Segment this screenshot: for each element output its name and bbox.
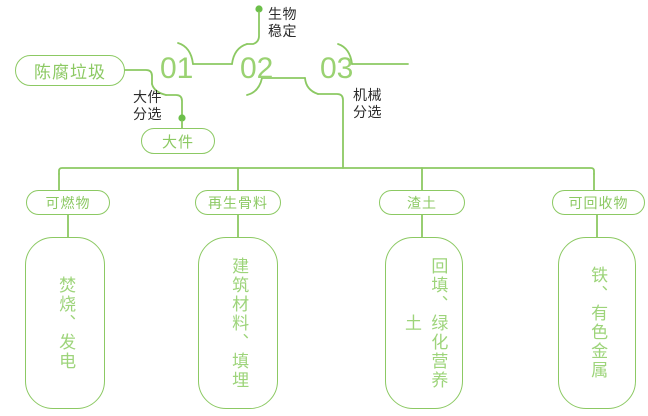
output-pill-combustibles[interactable]: 可燃物 [26, 190, 110, 215]
link-source-to-01 [124, 69, 153, 85]
source-pill[interactable]: 陈腐垃圾 [15, 55, 125, 86]
stage-label-bulky-sorting: 大件 分选 [133, 89, 162, 123]
arc-03-bottom [304, 77, 319, 95]
timeline-step-number-01[interactable]: 01 [160, 52, 194, 85]
outcome-text-recycled-aggregate: 建筑材料、填埋 [229, 256, 249, 390]
stage-label-mechanical-sorting: 机械 分选 [353, 87, 382, 121]
branch-03-to-bar [317, 93, 344, 169]
timeline-step-number-03[interactable]: 03 [320, 52, 354, 85]
output-pill-residual-soil[interactable]: 渣土 [379, 190, 465, 215]
stage-label-bio-stabilization: 生物 稳定 [268, 6, 297, 40]
outcome-text-combustibles: 焚烧、发电 [56, 275, 76, 371]
bio-stabilize-dot [255, 5, 263, 13]
bulky-output-pill[interactable]: 大件 [141, 128, 215, 154]
branch-01-to-bulky [165, 94, 183, 116]
outcome-box-combustibles[interactable]: 焚烧、发电 [25, 237, 105, 409]
outcome-text-residual-soil: 回填、绿化营养土 [402, 256, 448, 390]
distribution-bar [58, 167, 595, 175]
timeline-step-number-02[interactable]: 02 [240, 52, 274, 85]
bulky-branch-dot [178, 114, 186, 122]
stem-02-label [246, 11, 260, 45]
output-pill-recycled-aggregate[interactable]: 再生骨料 [195, 190, 281, 215]
outcome-box-recyclables[interactable]: 铁、有色金属 [558, 237, 636, 409]
output-pill-recyclables[interactable]: 可回收物 [552, 190, 645, 215]
outcome-box-recycled-aggregate[interactable]: 建筑材料、填埋 [198, 237, 278, 409]
outcome-text-recyclables: 铁、有色金属 [588, 266, 608, 380]
outcome-box-residual-soil[interactable]: 回填、绿化营养土 [385, 237, 463, 409]
